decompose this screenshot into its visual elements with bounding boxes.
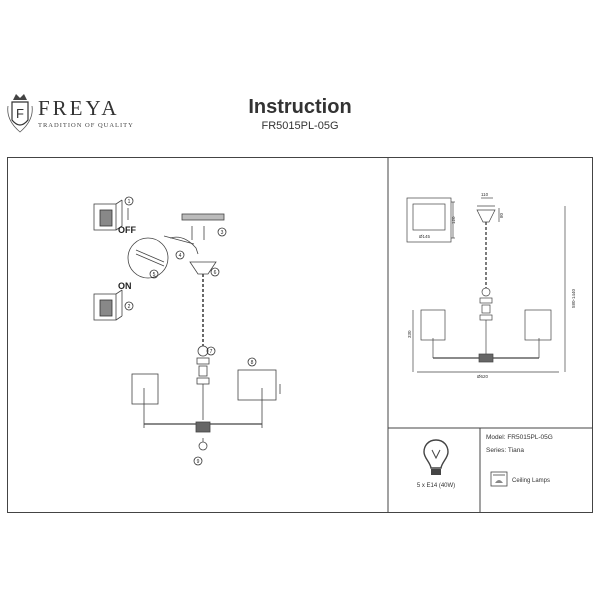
dim-top-width: 110 xyxy=(481,192,489,197)
bulb-spec: 5 x E14 (40W) xyxy=(416,483,456,489)
assembly-diagram: 1 2 3 4 5 6 7 8 9 OFF ON xyxy=(93,196,281,466)
dimension-shade-left xyxy=(420,309,446,341)
step-number: 3 xyxy=(221,230,224,236)
step-number: 8 xyxy=(251,360,254,366)
switch-on-label: ON xyxy=(118,281,132,291)
dim-canopy-height: 120 xyxy=(451,216,456,224)
switch-off-label: OFF xyxy=(118,225,136,235)
brand-crest-logo: F xyxy=(7,94,33,133)
brand-name: FREYA xyxy=(38,96,120,120)
bulb-icon xyxy=(423,439,449,475)
lamp-shade-left xyxy=(131,373,159,405)
instruction-frame xyxy=(7,157,593,513)
step-number: 5 xyxy=(153,272,156,278)
switch-off-icon xyxy=(99,209,113,227)
lamp-shade-right xyxy=(237,369,277,401)
dimension-drawing: Ø145 120 110 80 330 580-1440 Ø620 xyxy=(406,192,576,379)
canopy xyxy=(189,261,217,275)
step-number: 7 xyxy=(210,349,213,355)
switch-on-box xyxy=(93,293,117,321)
step-number: 9 xyxy=(197,459,200,465)
dimension-shade-right xyxy=(524,309,552,341)
dim-top-height: 80 xyxy=(499,212,504,218)
step-number: 4 xyxy=(179,253,182,259)
switch-off-box xyxy=(93,203,117,231)
step-number: 1 xyxy=(128,199,131,205)
step-number: 6 xyxy=(214,270,217,276)
brand-monogram: F xyxy=(16,106,24,121)
brand-tagline: TRADITION OF QUALITY xyxy=(38,122,134,129)
dim-total-width: Ø620 xyxy=(477,374,489,379)
ceiling-lamp-icon xyxy=(490,471,508,487)
spec-model: Model: FR5015PL-05G xyxy=(486,434,553,441)
switch-on-icon xyxy=(99,299,113,317)
dim-shade-height: 330 xyxy=(407,330,412,338)
document-title: Instruction xyxy=(248,96,352,118)
spec-series: Series: Tiana xyxy=(486,447,524,454)
spec-type: Ceiling Lamps xyxy=(512,478,551,484)
document-model-number: FR5015PL-05G xyxy=(261,120,339,132)
stem-knob xyxy=(197,345,209,357)
dim-canopy-diameter: Ø145 xyxy=(419,234,431,239)
step-number: 2 xyxy=(128,304,131,310)
wiring-detail-magnifier xyxy=(127,237,169,279)
canopy-plate-view xyxy=(406,197,452,243)
ceiling-plate xyxy=(181,213,225,221)
dim-total-height: 580-1440 xyxy=(571,288,576,308)
